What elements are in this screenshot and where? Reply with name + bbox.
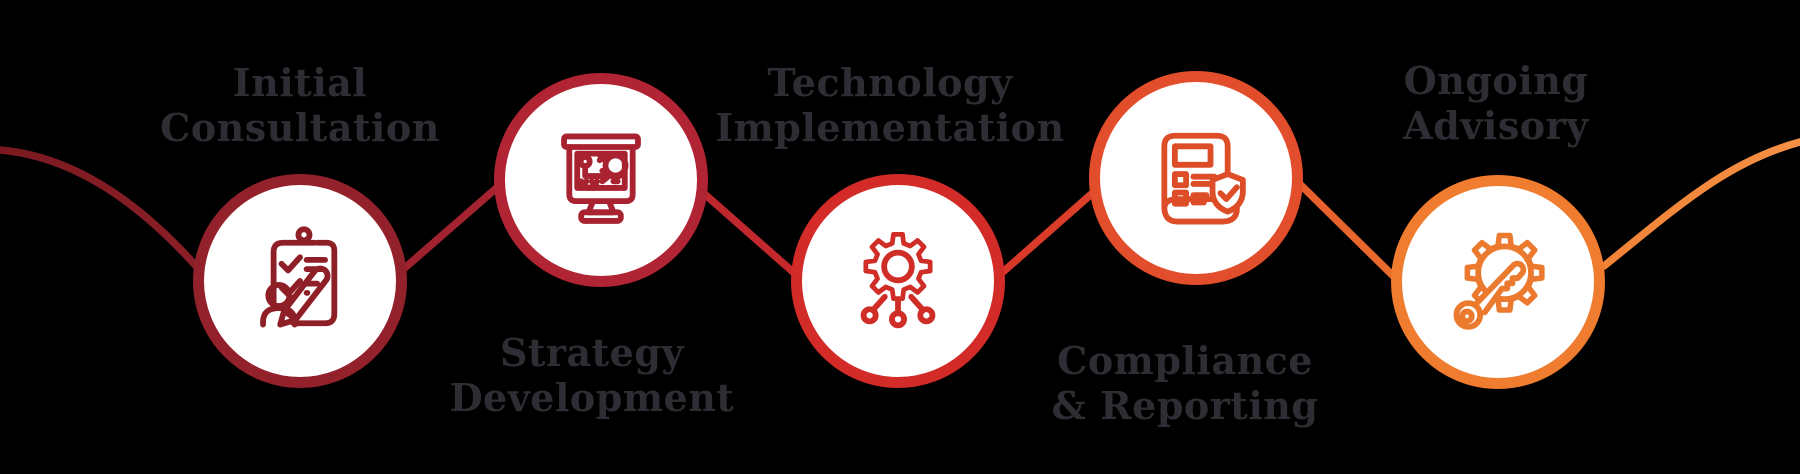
step-label-line: Development	[449, 375, 735, 420]
step-label-line: & Reporting	[1051, 383, 1319, 428]
step-label-line: Ongoing	[1403, 58, 1589, 103]
step-label-line: Strategy	[499, 330, 685, 375]
step-label-line: Compliance	[1057, 338, 1313, 383]
clipboard-checklist-person-icon	[260, 226, 338, 328]
gear-network-icon	[860, 231, 936, 329]
step-node-technology-implementation	[791, 174, 1005, 388]
document-shield-check-icon	[1161, 132, 1246, 225]
step-node-ongoing-advisory	[1391, 175, 1605, 389]
gear-key-icon	[1453, 232, 1545, 330]
step-label-line: Initial	[232, 60, 368, 105]
step-label-line: Technology	[767, 60, 1013, 105]
step-label-technology-implementation: Technology Implementation	[680, 60, 1100, 150]
strategy-monitor-lightbulb-icon	[561, 133, 641, 224]
step-node-strategy-development	[494, 73, 708, 287]
step-label-initial-consultation: Initial Consultation	[90, 60, 510, 150]
step-label-ongoing-advisory: Ongoing Advisory	[1286, 58, 1706, 148]
step-label-strategy-development: Strategy Development	[382, 330, 802, 420]
step-node-compliance-reporting	[1089, 71, 1303, 285]
step-label-line: Consultation	[160, 105, 440, 150]
step-node-initial-consultation	[193, 174, 407, 388]
step-label-line: Advisory	[1403, 103, 1589, 148]
step-label-compliance-reporting: Compliance & Reporting	[975, 338, 1395, 428]
step-label-line: Implementation	[715, 105, 1065, 150]
